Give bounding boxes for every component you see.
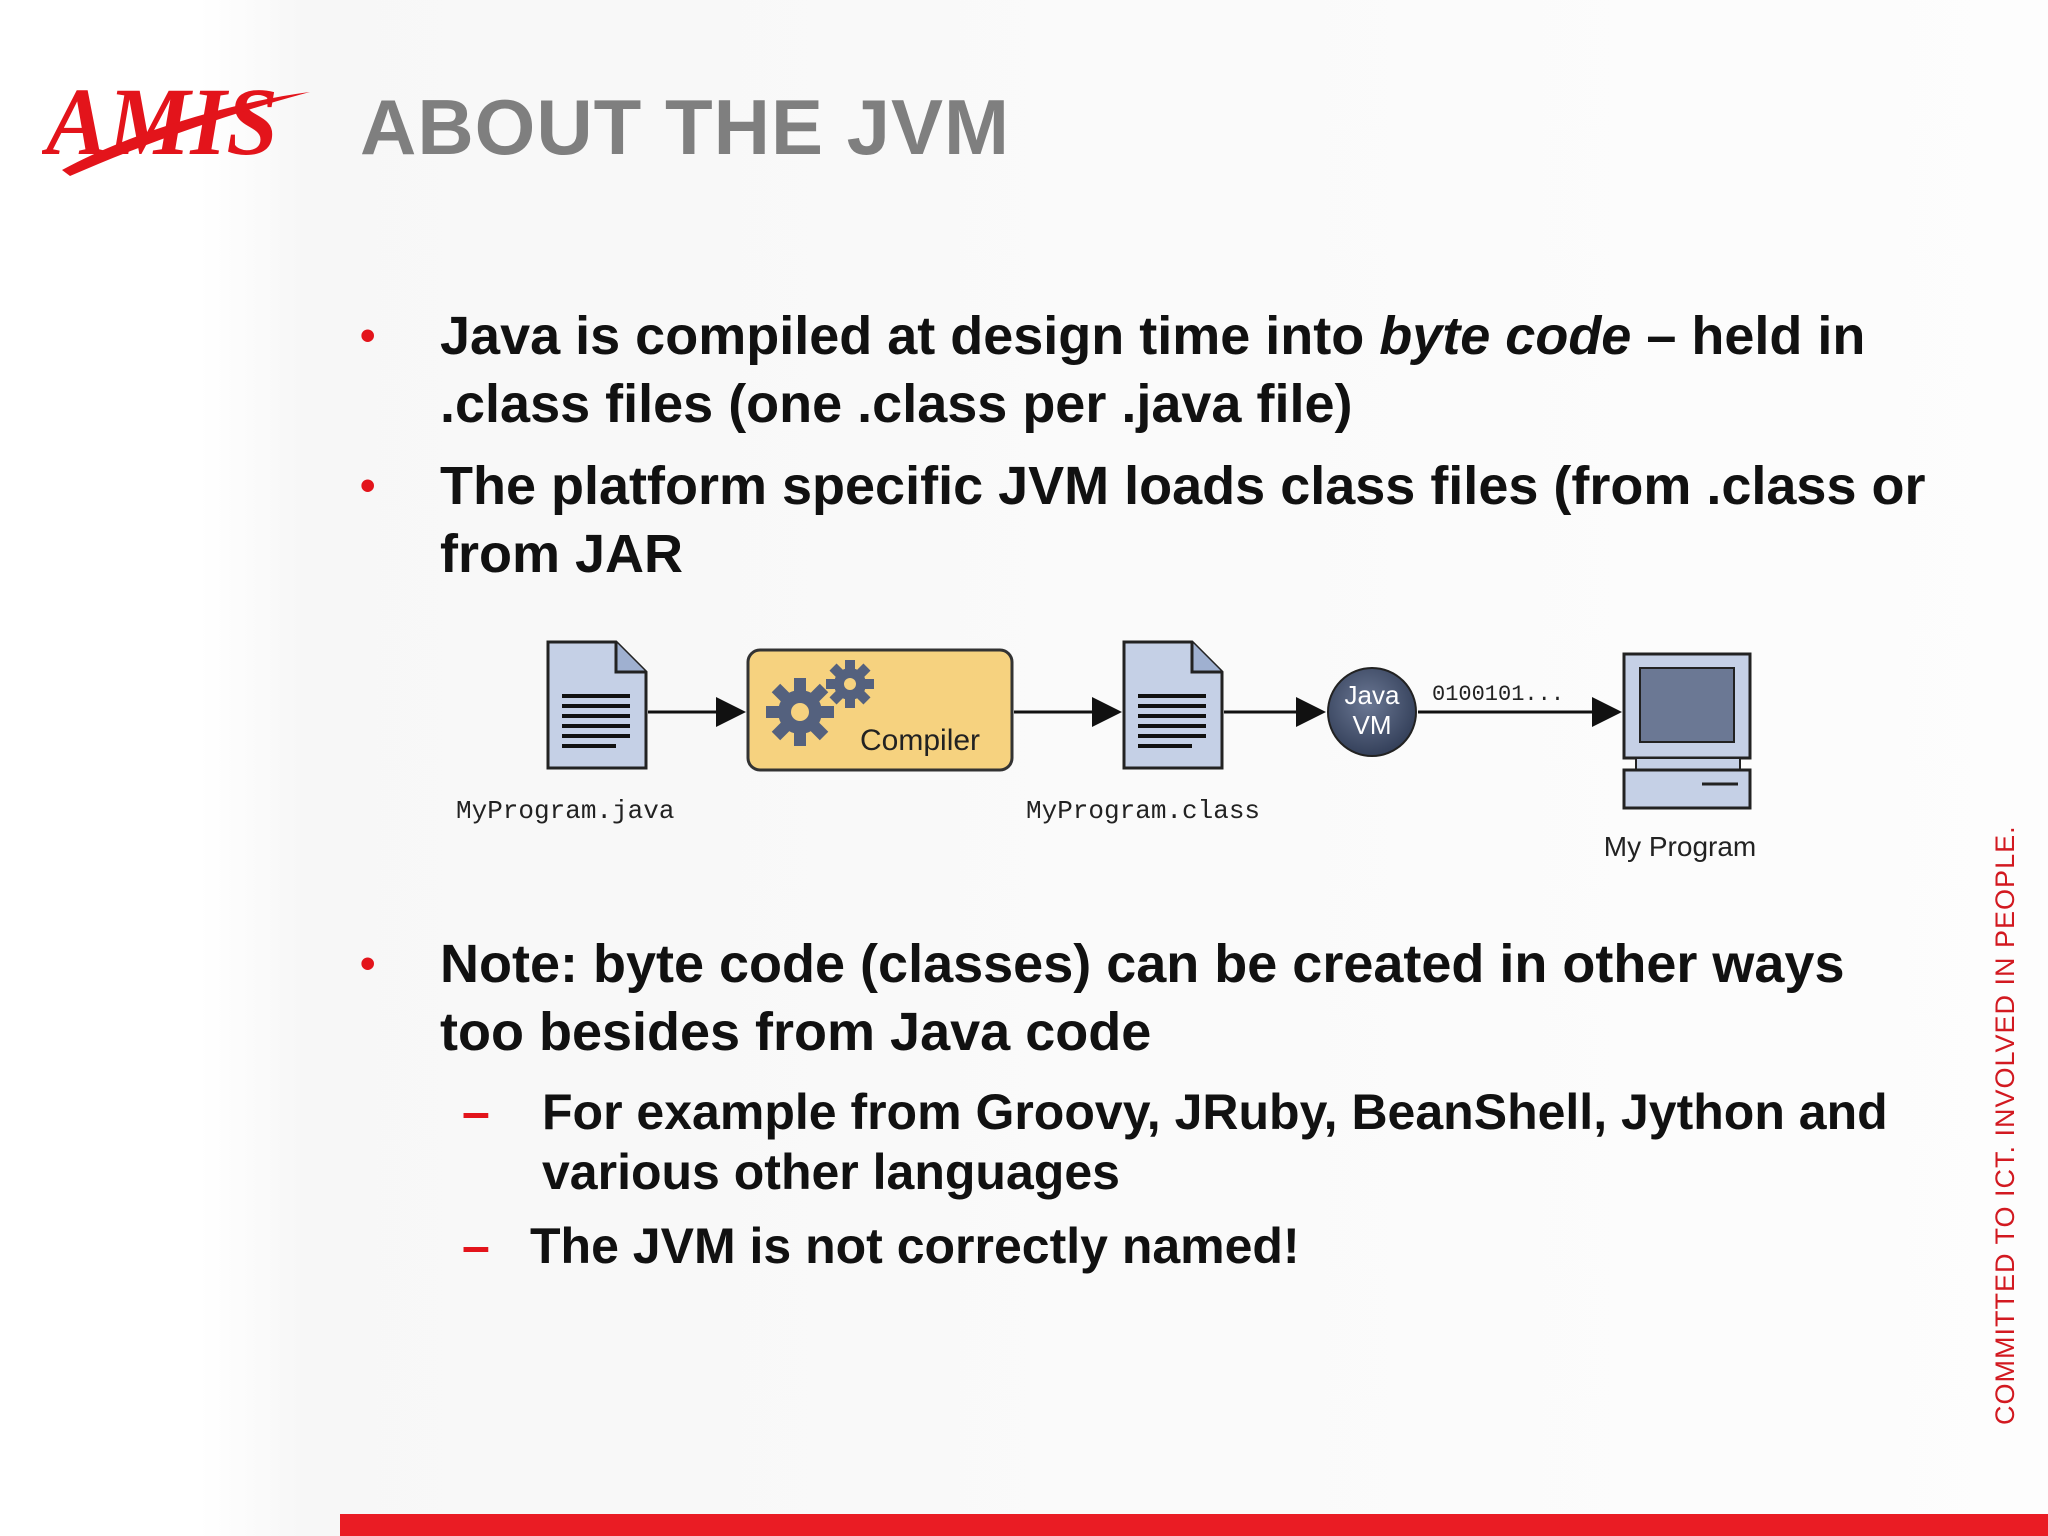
amis-logo: AMIS — [42, 68, 310, 176]
sub-bullet-item: – For example from Groovy, JRuby, BeanSh… — [462, 1082, 1942, 1202]
bullet-dot: • — [360, 461, 376, 510]
page-title: ABOUT THE JVM — [360, 83, 1011, 171]
logo-swoosh — [62, 92, 310, 176]
computer-icon — [1622, 652, 1752, 810]
bullet-item: • Note: byte code (classes) can be creat… — [360, 930, 1940, 1066]
gears-icon — [766, 660, 874, 746]
bytecode-label: 0100101... — [1432, 682, 1564, 707]
class-file-label: MyProgram.class — [1026, 796, 1260, 826]
bullet-text: The platform specific JVM loads class fi… — [440, 456, 1926, 584]
side-tagline: COMMITTED TO ICT. INVOLVED IN PEOPLE. — [1990, 825, 2020, 1425]
java-file-icon — [546, 640, 648, 770]
logo-text: AMIS — [42, 68, 278, 175]
bullet-text: Note: byte code (classes) can be created… — [440, 934, 1845, 1062]
bottom-accent-bar — [340, 1514, 2048, 1536]
bullet-dot: • — [360, 939, 376, 988]
jvm-label-line1: Java — [1345, 680, 1400, 710]
jvm-flow-diagram: MyProgram.java C — [456, 640, 1756, 862]
program-label: My Program — [1604, 831, 1756, 862]
sub-bullet-text: For example from Groovy, JRuby, BeanShel… — [542, 1084, 1888, 1200]
java-file-label: MyProgram.java — [456, 796, 674, 826]
bullet-item: • Java is compiled at design time into b… — [360, 302, 1940, 438]
bullet-text: Java is compiled at design time into byt… — [440, 306, 1866, 434]
jvm-label-line2: VM — [1353, 710, 1392, 740]
compiler-box — [746, 648, 1014, 772]
bullet-dot: • — [360, 311, 376, 360]
sub-bullet-dash: – — [462, 1084, 490, 1140]
sub-bullet-dash: – — [462, 1218, 490, 1274]
class-file-icon — [1122, 640, 1224, 770]
jvm-circle — [1327, 667, 1417, 757]
compiler-label: Compiler — [860, 724, 980, 757]
sub-bullet-item: – The JVM is not correctly named! — [462, 1216, 1942, 1276]
bullet-item: • The platform specific JVM loads class … — [360, 452, 1940, 588]
sub-bullet-text: The JVM is not correctly named! — [530, 1218, 1300, 1274]
